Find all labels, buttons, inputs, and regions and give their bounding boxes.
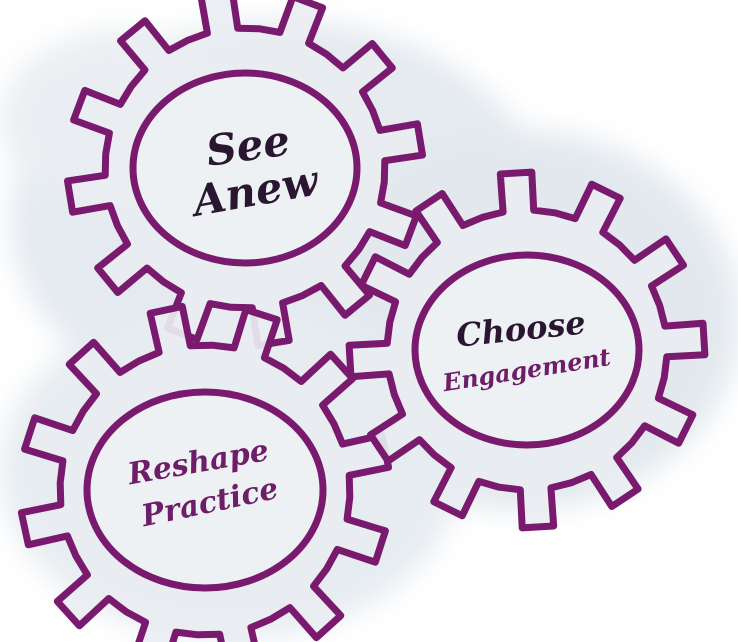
gear-see-anew-inner-ring bbox=[129, 69, 361, 267]
gear-reshape-practice: Reshape Practice bbox=[17, 302, 393, 642]
gear-choose-engagement-inner-ring bbox=[411, 251, 643, 449]
gear-reshape-practice-inner-ring bbox=[83, 388, 327, 592]
gear-see-anew-line-1: See bbox=[203, 116, 293, 176]
gear-choose-engagement: Choose Engagement bbox=[345, 168, 709, 532]
gear-see-anew: See Anew bbox=[64, 0, 426, 349]
